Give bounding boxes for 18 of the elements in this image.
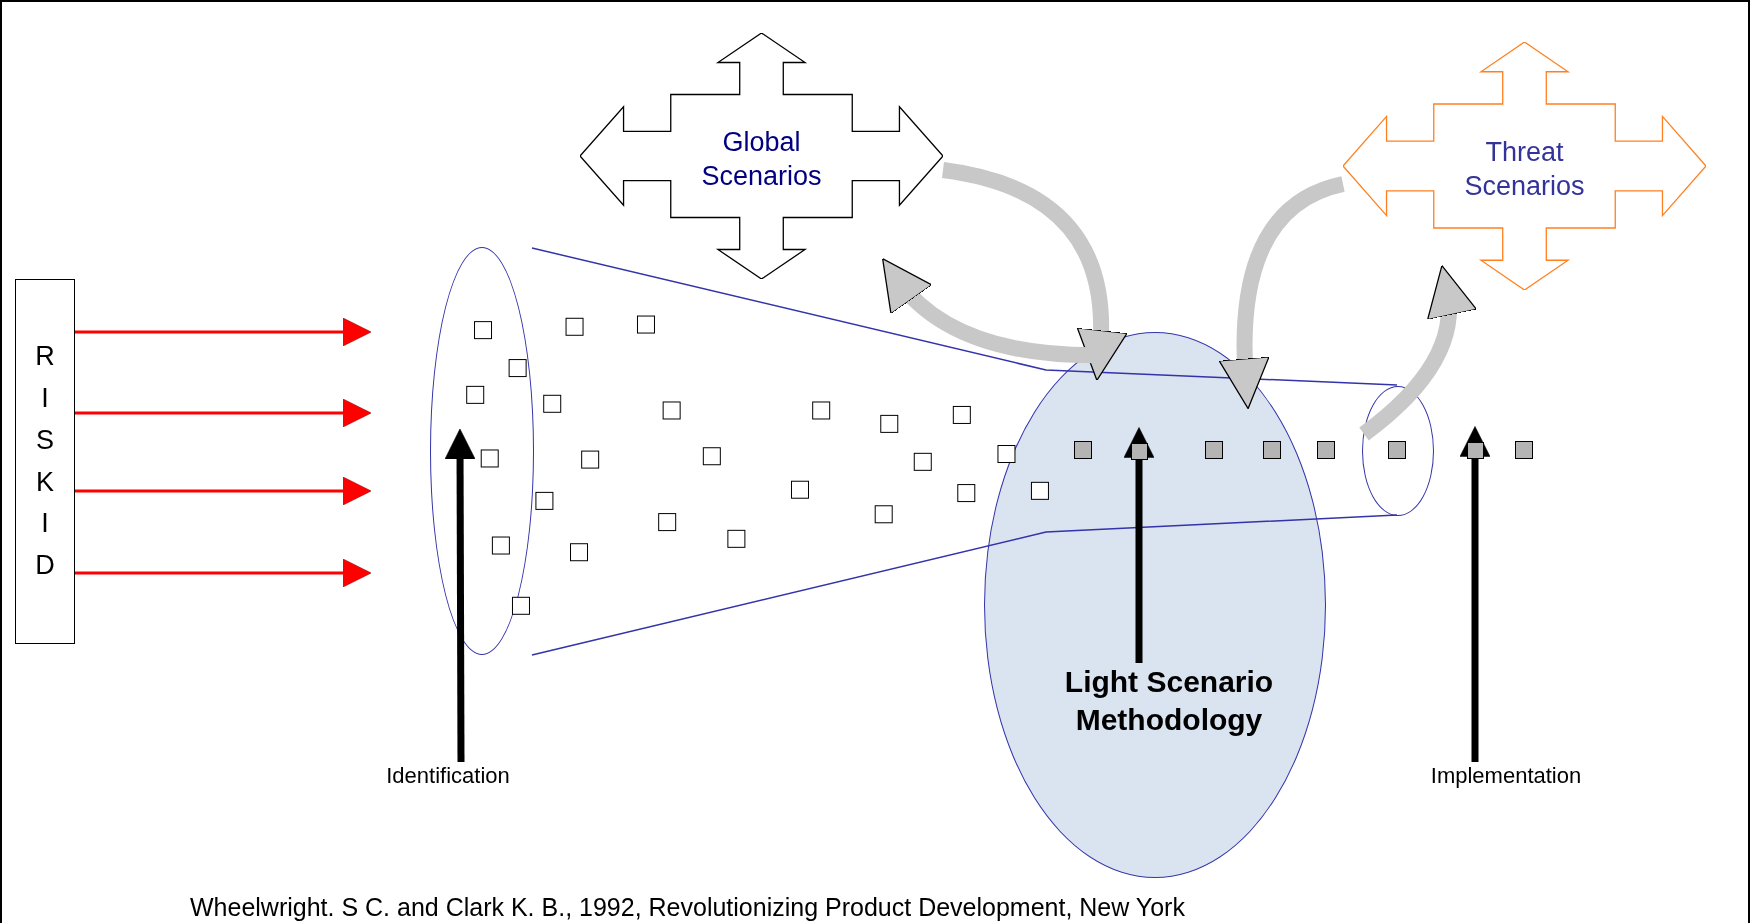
vertical-label-box	[15, 279, 75, 644]
arrow	[1359, 264, 1476, 441]
scenario-label: Threat Scenarios	[1463, 136, 1586, 203]
methodology-label: Light Scenario Methodology	[1063, 664, 1275, 738]
four-way-arrow	[1343, 42, 1706, 290]
funnel-end-ellipse	[1362, 386, 1434, 516]
scenario-label: Global Scenarios	[700, 126, 823, 194]
arrow	[1219, 176, 1346, 410]
citation-caption: Wheelwright. S C. and Clark K. B., 1992, Revolutionizing Product Development, New York	[190, 892, 1185, 923]
arrow	[75, 317, 372, 347]
arrow	[75, 398, 372, 428]
arrow	[75, 558, 372, 588]
four-way-arrow	[580, 33, 943, 279]
vertical-label: R I S K I D	[35, 339, 55, 583]
stage-label: Implementation	[1429, 762, 1583, 790]
stage-label: Identification	[385, 762, 511, 790]
arrow	[75, 476, 372, 506]
arrow	[941, 162, 1127, 381]
